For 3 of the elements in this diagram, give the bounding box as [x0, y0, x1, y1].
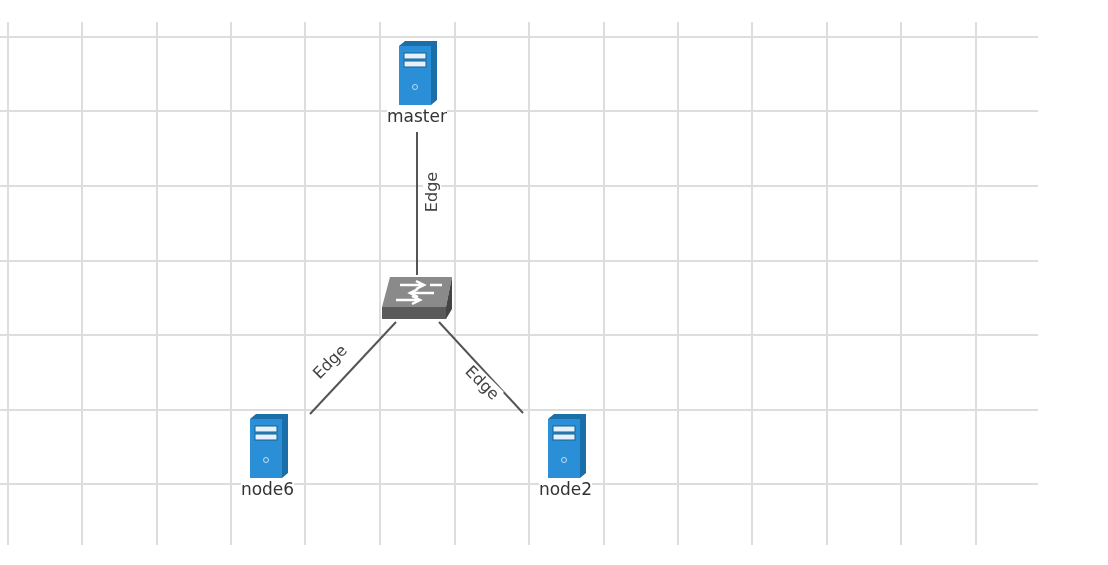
connector-line [309, 321, 397, 415]
connector-line [438, 321, 524, 414]
connector-line [416, 131, 418, 276]
